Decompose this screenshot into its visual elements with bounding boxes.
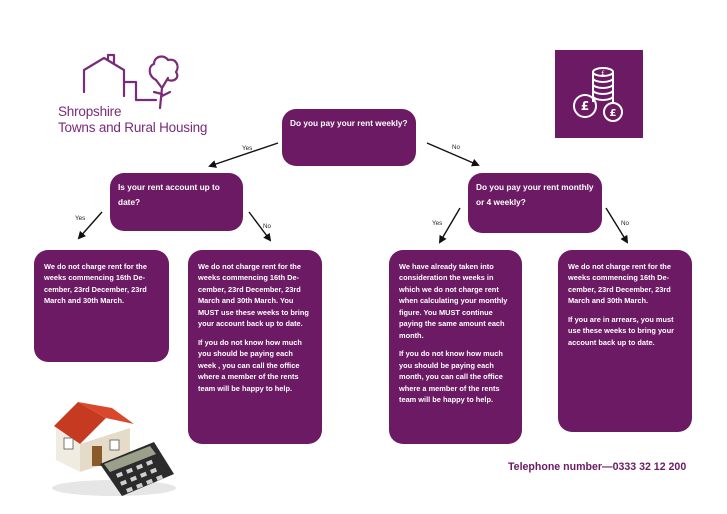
- outcome-weekly-up-to-date: We do not charge rent for the weeks comm…: [34, 250, 169, 362]
- svg-text:£: £: [610, 108, 617, 119]
- outcome-monthly-text-1: We have already taken into consideration…: [399, 262, 508, 340]
- outcome-weekly-in-arrears-text-2: If you do not know how much you should b…: [198, 337, 302, 393]
- outcome-other-text-2: If you are in arrears, you must use thes…: [568, 314, 674, 347]
- outcome-weekly-up-to-date-text: We do not charge rent for the weeks comm…: [44, 262, 147, 306]
- label-q3-no: No: [621, 220, 630, 227]
- label-q2-yes: Yes: [75, 215, 86, 222]
- question-account-up-to-date: Is your rent account up to date?: [110, 173, 243, 231]
- outcome-other-text-1: We do not charge rent for the weeks comm…: [568, 262, 671, 306]
- logo-line-2: Towns and Rural Housing: [58, 119, 208, 135]
- question-pay-weekly-text: Do you pay your rent weekly?: [290, 118, 408, 128]
- outcome-other: We do not charge rent for the weeks comm…: [558, 250, 692, 432]
- house-logo-icon: [82, 53, 179, 110]
- label-q2-no: No: [263, 223, 272, 230]
- svg-text:£: £: [581, 99, 589, 113]
- label-q1-no: No: [452, 144, 461, 151]
- label-q1-yes: Yes: [242, 145, 253, 152]
- question-pay-monthly-text: Do you pay your rent monthly or 4 weekly…: [476, 182, 594, 207]
- outcome-monthly-text-2: If you do not know how much you should b…: [399, 349, 503, 405]
- arrow-q2-no: [248, 211, 272, 242]
- telephone-number: Telephone number—0333 32 12 200: [508, 461, 687, 473]
- coins-pound-icon: £ £ £: [555, 50, 643, 138]
- label-q3-yes: Yes: [432, 220, 443, 227]
- question-account-up-to-date-text: Is your rent account up to date?: [118, 182, 220, 207]
- arrow-q1-no: [426, 142, 480, 167]
- outcome-monthly: We have already taken into consideration…: [389, 250, 522, 444]
- outcome-weekly-in-arrears: We do not charge rent for the weeks comm…: [188, 250, 322, 444]
- outcome-weekly-in-arrears-text-1: We do not charge rent for the weeks comm…: [198, 262, 309, 329]
- question-pay-monthly: Do you pay your rent monthly or 4 weekly…: [468, 173, 602, 233]
- arrow-q1-yes: [208, 142, 279, 168]
- logo-line-1: Shropshire: [58, 104, 122, 119]
- arrow-q2-yes: [77, 211, 103, 240]
- question-pay-weekly: Do you pay your rent weekly?: [282, 109, 416, 166]
- house-calculator-icon: [52, 402, 176, 496]
- svg-text:£: £: [601, 70, 605, 77]
- arrow-q3-no: [605, 207, 629, 244]
- arrow-q3-yes: [438, 207, 461, 244]
